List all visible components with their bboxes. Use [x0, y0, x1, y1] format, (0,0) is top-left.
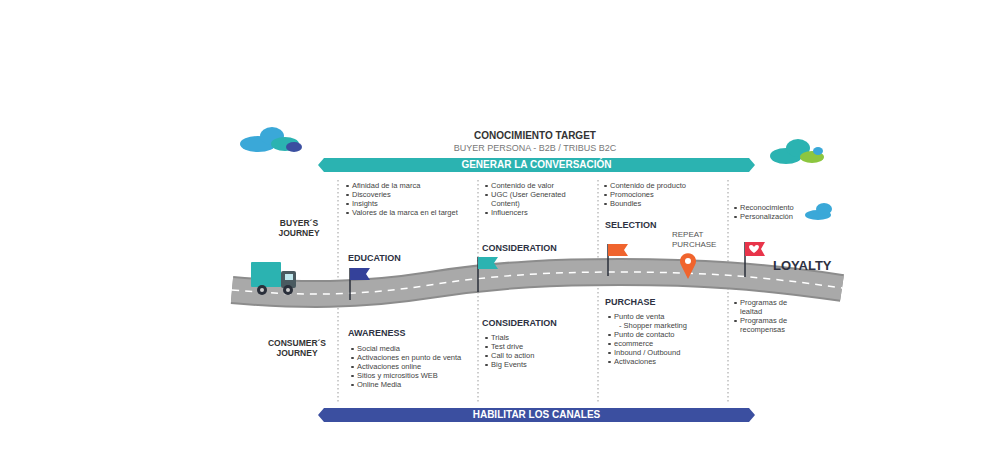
bullet-item: Valores de la marca en el target — [345, 208, 470, 217]
bullet-item: Test drive — [484, 342, 589, 351]
stage-label: AWARENESS — [348, 328, 458, 339]
flag-consideration — [478, 257, 498, 292]
label-group: CONSIDERATION — [482, 243, 592, 254]
label-group: Contenido de productoPromocionesBoundles — [603, 181, 718, 208]
label-group: Punto de venta- Shopper marketingPunto d… — [607, 312, 722, 366]
journey-label: BUYER´S JOURNEY — [268, 218, 330, 238]
label-group: TrialsTest driveCall to actionBig Events — [484, 333, 589, 369]
bullet-item: Influencers — [484, 208, 589, 217]
bullet-item: Activaciones online — [350, 362, 475, 371]
label-group: Afinidad de la marcaDiscoveriesInsightsV… — [345, 181, 470, 217]
label-group: REPEAT PURCHASE — [672, 230, 722, 249]
label-group: Social mediaActivaciones en punto de ven… — [350, 344, 475, 389]
banner-habilitar: HABILITAR LOS CANALES — [318, 408, 755, 422]
label-group: LOYALTY — [773, 258, 843, 273]
bullet-item: Call to action — [484, 351, 589, 360]
cloud-small — [805, 203, 832, 220]
bullet-item: Social media — [350, 344, 475, 353]
bullet-item: Punto de venta — [607, 312, 722, 321]
banner-text: GENERAR LA CONVERSACIÓN — [318, 159, 755, 171]
bullet-item: Sitios y micrositios WEB — [350, 371, 475, 380]
stage-label: SELECTION — [605, 220, 685, 231]
bullet-item: Boundles — [603, 199, 718, 208]
label-group: PURCHASE — [605, 297, 715, 308]
subtitle: BUYER PERSONA - B2B / TRIBUS B2C — [425, 143, 645, 154]
bullet-item: Contenido de valor — [484, 181, 589, 190]
stage-label: CONSIDERATION — [482, 243, 592, 254]
bullet-item: - Shopper marketing — [607, 321, 722, 330]
cloud-right — [770, 139, 824, 164]
label-group: ReconocimientoPersonalización — [733, 203, 801, 221]
label-group: EDUCATION — [348, 253, 458, 264]
label-group: Contenido de valorUGC (User Generated Co… — [484, 181, 589, 217]
label-group: AWARENESS — [348, 328, 458, 339]
journey-label: CONSUMER´S JOURNEY — [262, 338, 332, 358]
bullet-item: Programas de recompensas — [733, 316, 801, 334]
location-pin — [680, 253, 696, 279]
bullet-item: Inbound / Outbound — [607, 348, 722, 357]
bullet-item: UGC (User Generated Content) — [484, 190, 589, 208]
flag-education — [350, 268, 370, 300]
title-group: CONOCIMIENTO TARGET — [435, 130, 635, 142]
diagram-title: CONOCIMIENTO TARGET — [435, 130, 635, 142]
label-group: CONSUMER´S JOURNEY — [262, 338, 332, 358]
label-group: SELECTION — [605, 220, 685, 231]
banner-generar: GENERAR LA CONVERSACIÓN — [318, 158, 755, 172]
flag-loyalty — [745, 242, 765, 277]
label-group: BUYER´S JOURNEY — [268, 218, 330, 238]
bullet-item: Contenido de producto — [603, 181, 718, 190]
bullet-item: Activaciones — [607, 357, 722, 366]
label-group: BUYER PERSONA - B2B / TRIBUS B2C — [425, 143, 645, 154]
banner-text: HABILITAR LOS CANALES — [318, 409, 755, 421]
flag-selection — [608, 244, 628, 276]
bullet-item: Activaciones en punto de venta — [350, 353, 475, 362]
bullet-item: Programas de lealtad — [733, 298, 801, 316]
truck — [251, 262, 296, 295]
bullet-item: Afinidad de la marca — [345, 181, 470, 190]
bullet-item: ecommerce — [607, 339, 722, 348]
bullet-item: Promociones — [603, 190, 718, 199]
road — [232, 272, 842, 294]
cloud-left — [240, 127, 302, 152]
stage-label: REPEAT PURCHASE — [672, 230, 722, 249]
stage-label: PURCHASE — [605, 297, 715, 308]
stage-label: CONSIDERATION — [482, 318, 592, 329]
label-group: Programas de lealtadProgramas de recompe… — [733, 298, 801, 334]
bullet-item: Online Media — [350, 380, 475, 389]
bullet-item: Trials — [484, 333, 589, 342]
bullet-item: Reconocimiento — [733, 203, 801, 212]
bullet-item: Big Events — [484, 360, 589, 369]
stage-label: LOYALTY — [773, 258, 843, 273]
bullet-item: Personalización — [733, 212, 801, 221]
label-group: CONSIDERATION — [482, 318, 592, 329]
stage-label: EDUCATION — [348, 253, 458, 264]
bullet-item: Insights — [345, 199, 470, 208]
bullet-item: Discoveries — [345, 190, 470, 199]
bullet-item: Punto de contacto — [607, 330, 722, 339]
